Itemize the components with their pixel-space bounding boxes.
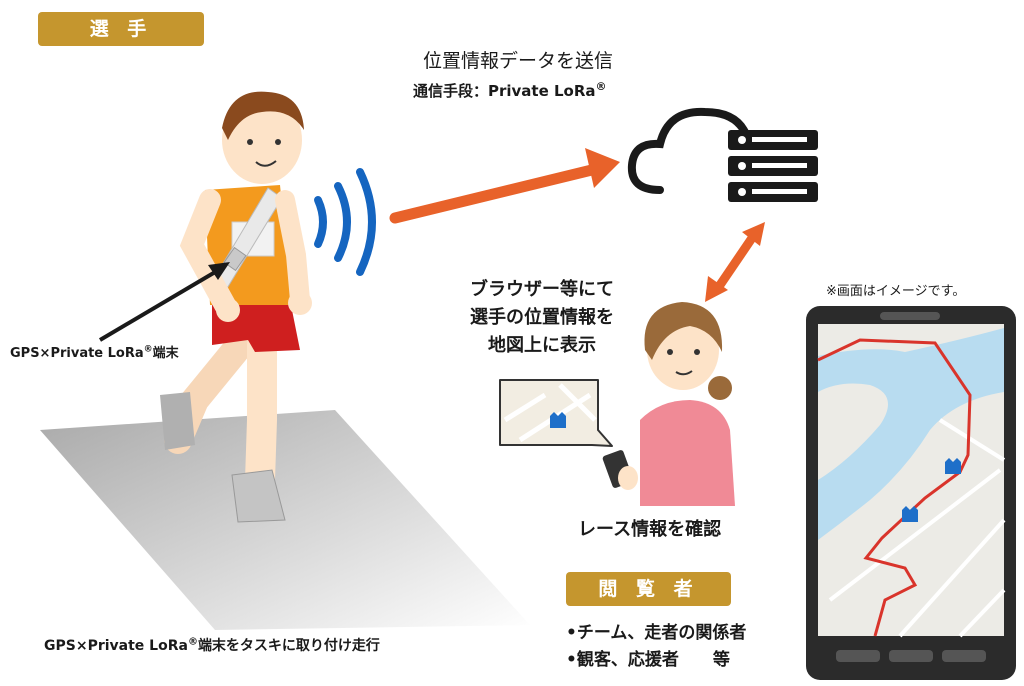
image-note: ※画面はイメージです。 <box>826 284 966 299</box>
send-title: 位置情報データを送信 <box>423 50 614 72</box>
browser-text: ブラウザー等にて 選手の位置情報を 地図上に表示 <box>452 276 632 360</box>
smartphone-icon <box>806 306 1016 680</box>
caption: GPS×Private LoRa®端末をタスキに取り付け走行 <box>44 635 380 655</box>
send-arrow <box>389 148 620 224</box>
caption-reg: ® <box>187 636 198 648</box>
race-info-label: レース情報を確認 <box>578 519 722 540</box>
viewer-figure <box>602 302 735 506</box>
comm-method-text: 通信手段：Private LoRa <box>413 82 596 100</box>
viewer-item: •観客、応援者 等 <box>566 650 730 670</box>
sync-double-arrow <box>705 222 765 302</box>
browser-text-line: ブラウザー等にて <box>470 279 614 300</box>
browser-text-line: 選手の位置情報を <box>470 307 614 328</box>
browser-text-line: 地図上に表示 <box>488 335 596 356</box>
viewer-item: •チーム、走者の関係者 <box>566 623 747 643</box>
cloud-server-icon <box>627 107 818 202</box>
signal-waves-icon <box>314 168 376 276</box>
map-pin-icon <box>945 458 961 474</box>
runner-figure <box>160 91 312 523</box>
map-pin-icon <box>902 506 918 522</box>
map-pin-icon <box>550 412 566 428</box>
comm-method: 通信手段：Private LoRa® <box>413 80 607 101</box>
device-label-main: GPS×Private LoRa <box>10 346 144 361</box>
map-bubble <box>499 379 613 447</box>
caption-main: GPS×Private LoRa <box>44 638 188 654</box>
caption-tail: 端末をタスキに取り付け走行 <box>197 638 380 654</box>
device-pointer-arrow <box>98 262 230 342</box>
runner-badge: 選 手 <box>38 12 204 46</box>
device-label: GPS×Private LoRa®端末 <box>10 342 179 361</box>
device-label-reg: ® <box>143 344 153 355</box>
viewer-list: •チーム、走者の関係者 •観客、応援者 等 <box>566 620 746 674</box>
viewer-badge: 閲 覧 者 <box>566 572 731 606</box>
comm-method-reg: ® <box>595 80 607 93</box>
device-label-tail: 端末 <box>152 346 179 361</box>
